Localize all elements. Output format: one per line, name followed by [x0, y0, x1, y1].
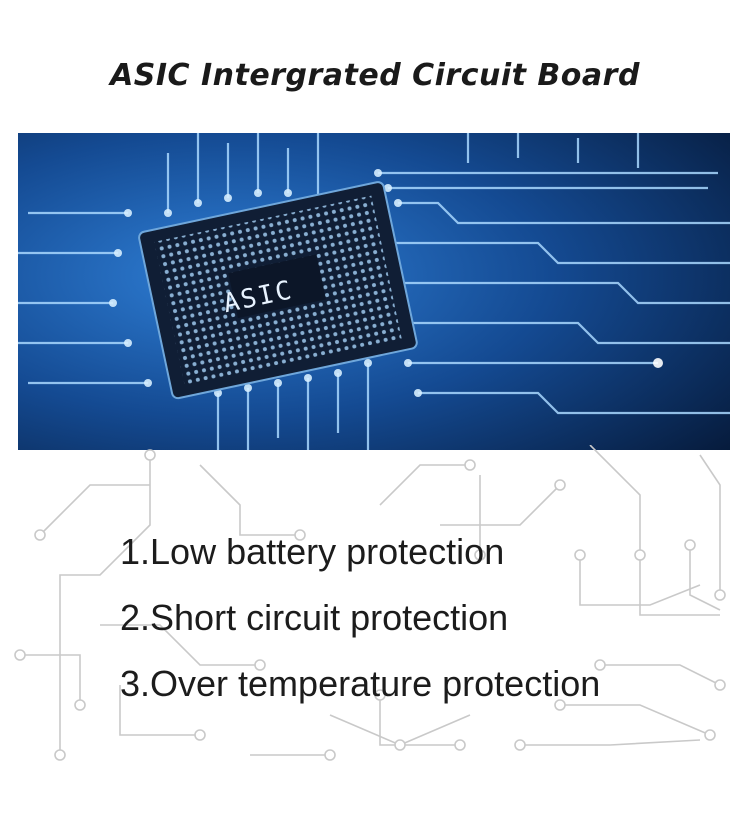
feature-low-battery: 1.Low battery protection — [120, 531, 505, 572]
decorative-circuit-lines — [14, 445, 726, 761]
circuit-board-photo: ASIC — [18, 133, 730, 450]
feature-over-temperature: 3.Over temperature protection — [120, 663, 601, 704]
feature-list: 1.Low battery protection 2.Short circuit… — [120, 527, 600, 725]
feature-short-circuit: 2.Short circuit protection — [120, 597, 509, 638]
page-title: ASIC Intergrated Circuit Board — [110, 58, 640, 93]
